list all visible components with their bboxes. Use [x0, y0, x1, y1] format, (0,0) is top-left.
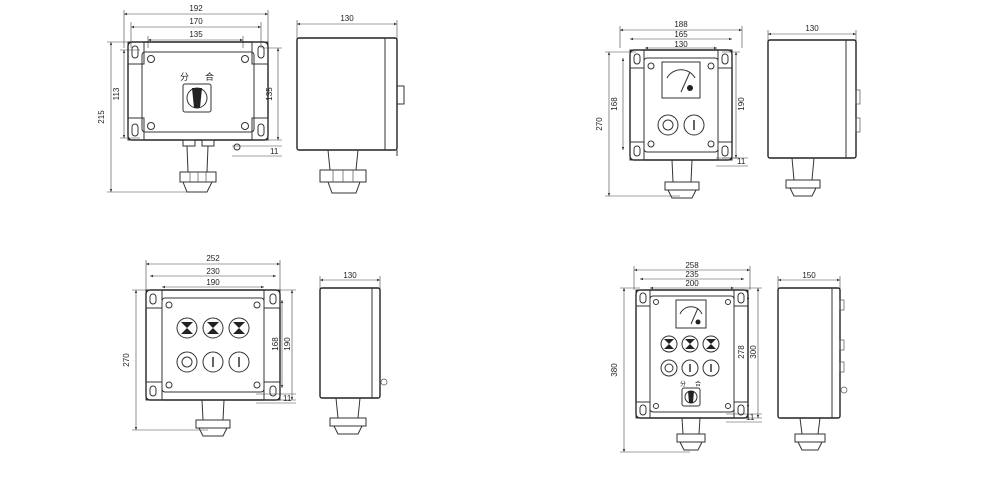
- switch-label-on: 合: [695, 380, 701, 388]
- dim-height-mount: 113: [112, 87, 121, 100]
- dim-height-mount: 168: [271, 337, 280, 351]
- dim-width-outer: 258: [685, 261, 699, 270]
- dim-height-inner: 135: [265, 87, 274, 101]
- dim-width-outer: 192: [189, 4, 203, 13]
- dim-width-inner: 130: [674, 40, 688, 49]
- dim-width-inner: 200: [685, 279, 699, 288]
- dim-height-overall: 270: [595, 117, 604, 131]
- view-top-right-front: 188 165 130 270 168 190 11: [595, 20, 748, 199]
- dim-height-overall: 380: [610, 363, 619, 377]
- dim-height-inner: 300: [749, 345, 758, 359]
- dim-height-overall: 215: [97, 110, 106, 124]
- view-top-left-side: 130: [296, 14, 405, 194]
- view-top-right-side: 130: [767, 24, 861, 197]
- dim-side-depth: 130: [805, 24, 819, 33]
- view-bottom-right-side: 150: [777, 271, 848, 451]
- dim-gland-offset: 11: [283, 394, 292, 403]
- dim-width-inner: 190: [206, 278, 220, 287]
- dim-side-depth: 150: [802, 271, 816, 280]
- dim-width-mount: 230: [206, 267, 220, 276]
- view-top-left-front: 192 170 135 215 113 135 11: [97, 4, 282, 193]
- dim-width-outer: 252: [206, 254, 220, 263]
- dim-gland-offset: 11: [746, 413, 755, 422]
- view-bottom-right-front: 258 235 200 380 278 300 11: [610, 261, 762, 453]
- dim-side-depth: 130: [340, 14, 354, 23]
- dim-height-mount: 168: [610, 97, 619, 111]
- view-bottom-left-side: 130: [319, 271, 388, 435]
- dim-height-mount: 278: [737, 345, 746, 359]
- dim-width-mount: 235: [685, 270, 699, 279]
- switch-label-on: 合: [205, 71, 214, 83]
- dim-side-depth: 130: [343, 271, 357, 280]
- dim-width-mount: 170: [189, 17, 203, 26]
- switch-label-off: 分: [680, 380, 686, 388]
- dim-height-inner: 190: [737, 97, 746, 111]
- dim-gland-offset: 11: [270, 147, 279, 156]
- dim-width-mount: 165: [674, 30, 688, 39]
- view-bottom-left-front: 252 230 190 270 168 190 11: [122, 254, 296, 437]
- dim-width-inner: 135: [189, 30, 203, 39]
- switch-label-off: 分: [180, 72, 189, 83]
- dim-height-overall: 270: [122, 353, 131, 367]
- dim-width-outer: 188: [674, 20, 688, 29]
- dim-gland-offset: 11: [737, 157, 746, 166]
- dim-height-inner: 190: [283, 337, 292, 351]
